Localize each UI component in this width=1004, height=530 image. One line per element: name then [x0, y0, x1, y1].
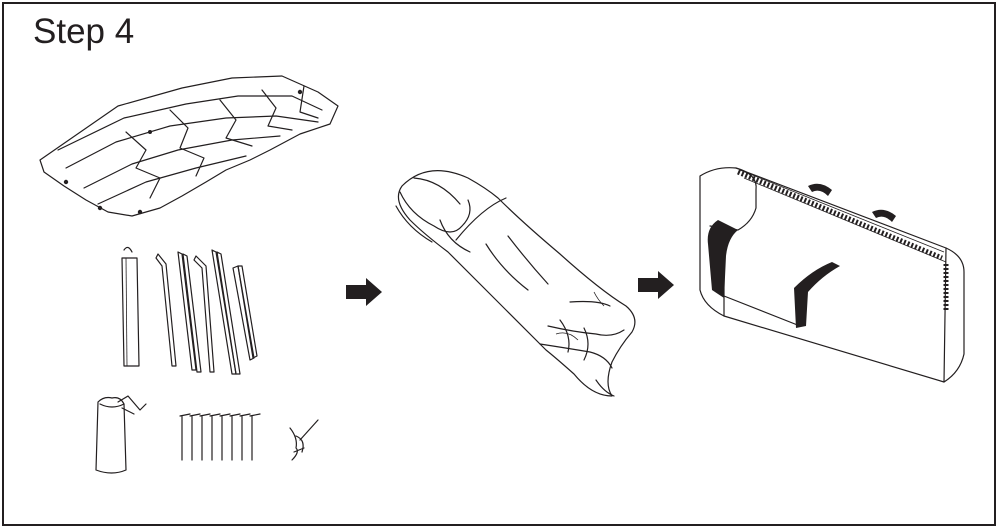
zipper-line	[738, 172, 946, 312]
tent-stakes-illustration	[180, 414, 260, 460]
tent-poles-illustration	[156, 250, 257, 374]
arrow-rolled-to-bag	[638, 271, 674, 299]
pole-bag-illustration	[122, 247, 139, 366]
carry-bag-illustration	[700, 168, 964, 382]
folded-tent-illustration	[40, 76, 338, 216]
guy-ropes-illustration	[290, 420, 318, 460]
rolled-tent-illustration	[396, 171, 635, 396]
arrow-parts-to-rolled	[346, 278, 382, 306]
stake-bag-illustration	[96, 396, 146, 473]
